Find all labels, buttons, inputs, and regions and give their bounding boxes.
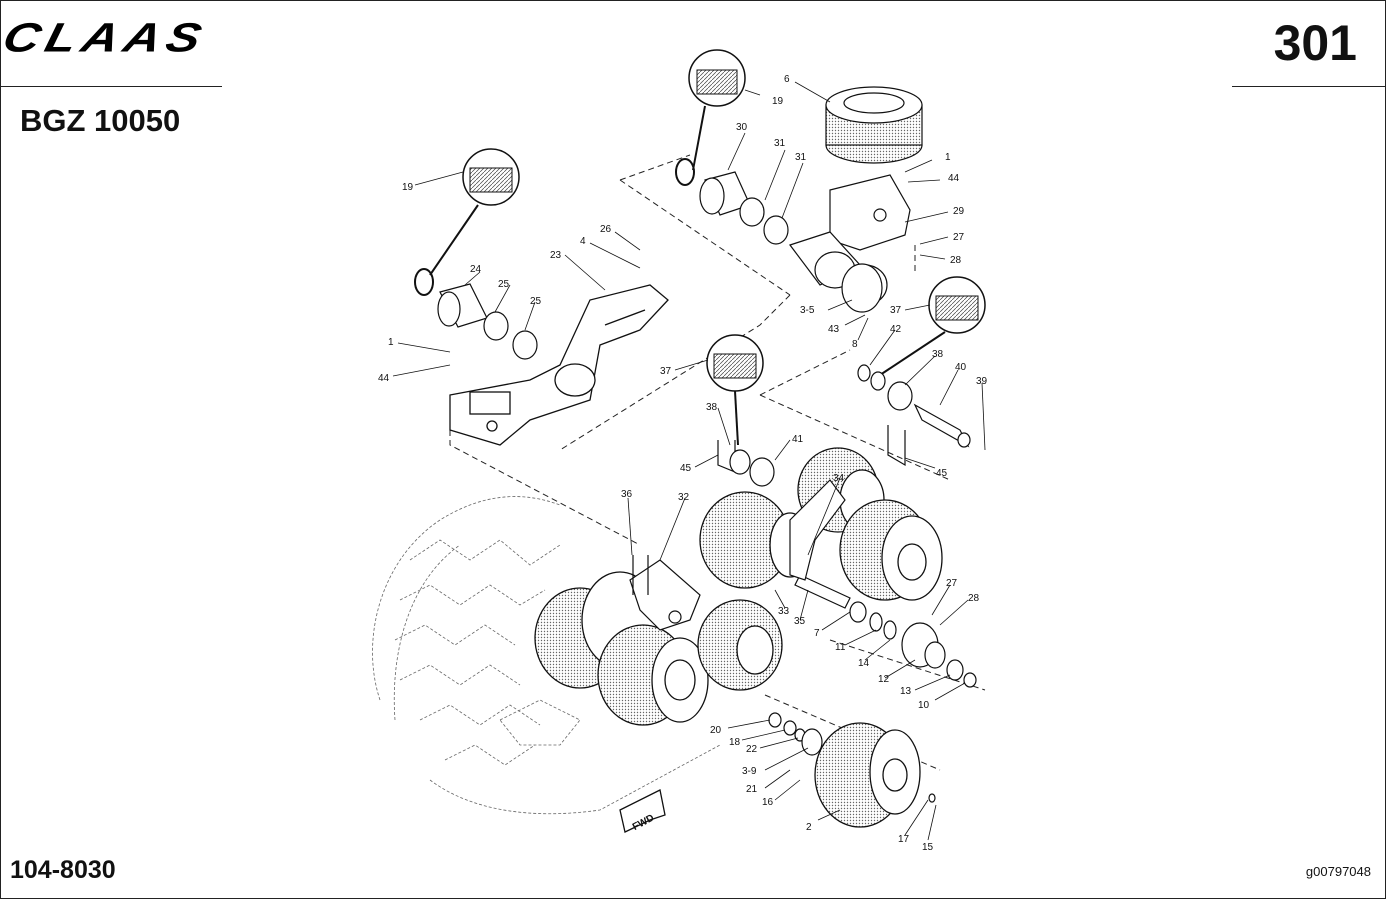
callout-21: 21	[746, 784, 758, 795]
callout-1: 1	[945, 152, 951, 163]
callout-11: 11	[835, 642, 846, 653]
callout-34: 34	[833, 473, 845, 484]
document-number: 104-8030	[10, 856, 116, 884]
bushing-part-24	[437, 283, 488, 328]
air-spring-part-6	[825, 86, 923, 164]
callout-3-5: 3-5	[800, 305, 815, 316]
callout-16: 16	[762, 797, 774, 808]
callout-28: 28	[968, 593, 980, 604]
bushing-part-25b	[512, 330, 538, 360]
callout-40: 40	[955, 362, 967, 373]
callout-26: 26	[600, 224, 612, 235]
detail-circle-19-left	[429, 148, 520, 276]
callout-6: 6	[784, 74, 790, 85]
header-rule-left	[0, 86, 222, 87]
callout-15: 15	[922, 842, 934, 853]
callout-44: 44	[948, 173, 960, 184]
callout-41: 41	[792, 434, 804, 445]
bushing-part-31a	[739, 197, 765, 227]
callout-19: 19	[402, 182, 414, 193]
seal-ring-left	[414, 268, 434, 296]
callout-18: 18	[729, 737, 741, 748]
seal-ring-top	[675, 158, 695, 186]
hub-assembly-right	[849, 601, 977, 688]
page-number: 301	[1273, 15, 1357, 71]
callout-25: 25	[530, 296, 542, 307]
hub-parts-left	[768, 712, 936, 803]
callout-2: 2	[806, 822, 812, 833]
callout-13: 13	[900, 686, 912, 697]
callout-43: 43	[828, 324, 840, 335]
callout-25: 25	[498, 279, 510, 290]
callout-33: 33	[778, 606, 790, 617]
detail-circle-19-top	[688, 49, 746, 171]
callout-42: 42	[890, 324, 902, 335]
callout-28: 28	[950, 255, 962, 266]
callout-22: 22	[746, 744, 758, 755]
pin-assembly-right	[857, 364, 971, 467]
callout-45: 45	[936, 468, 948, 479]
callout-1: 1	[388, 337, 394, 348]
callout-32: 32	[678, 492, 690, 503]
pin-assembly-mid	[717, 440, 775, 487]
forward-direction-arrow: FWD	[619, 789, 666, 833]
callout-45: 45	[680, 463, 692, 474]
axle-shaft-35	[789, 479, 851, 609]
callout-38: 38	[932, 349, 944, 360]
bushing-part-30	[699, 171, 751, 216]
callout-4: 4	[580, 236, 586, 247]
callout-12: 12	[878, 674, 890, 685]
callout-7: 7	[814, 628, 820, 639]
bracket-part-29	[829, 174, 911, 255]
callout-39: 39	[976, 376, 988, 387]
callout-labels: 19 6 30 31 31 1 44 29 27 28 19 26 4 23 2…	[378, 74, 988, 853]
callout-17: 17	[898, 834, 910, 845]
callout-29: 29	[953, 206, 965, 217]
track-belt-outline	[372, 496, 721, 815]
callout-37: 37	[660, 366, 672, 377]
callout-36: 36	[621, 489, 633, 500]
callout-31: 31	[774, 138, 786, 149]
callout-24: 24	[470, 264, 482, 275]
detail-circle-37-mid	[706, 334, 764, 446]
callout-37: 37	[890, 305, 902, 316]
callout-30: 30	[736, 122, 748, 133]
callout-38: 38	[706, 402, 718, 413]
rocker-arm-part-23	[449, 284, 669, 446]
callout-20: 20	[710, 725, 722, 736]
image-code: g00797048	[1305, 864, 1371, 879]
cover-plate-3-5	[841, 263, 883, 313]
bogie-wheel-front-right-lower	[697, 599, 783, 691]
header-rule-right	[1232, 86, 1386, 87]
callout-3-9: 3-9	[742, 766, 757, 777]
model-title: BGZ 10050	[20, 103, 181, 138]
callout-23: 23	[550, 250, 562, 261]
bogie-wheel-right-front	[839, 499, 943, 601]
callout-19: 19	[772, 96, 784, 107]
callout-35: 35	[794, 616, 806, 627]
callout-14: 14	[858, 658, 870, 669]
callout-31: 31	[795, 152, 807, 163]
bushing-part-31b	[763, 215, 789, 245]
loose-wheel-part-2	[814, 722, 921, 828]
callout-27: 27	[953, 232, 965, 243]
callout-8: 8	[852, 339, 858, 350]
callout-44: 44	[378, 373, 390, 384]
callout-10: 10	[918, 700, 930, 711]
bogie-wheel-front-left	[597, 624, 709, 726]
bushing-part-25a	[483, 311, 509, 341]
callout-27: 27	[946, 578, 958, 589]
leader-lines	[392, 81, 986, 841]
